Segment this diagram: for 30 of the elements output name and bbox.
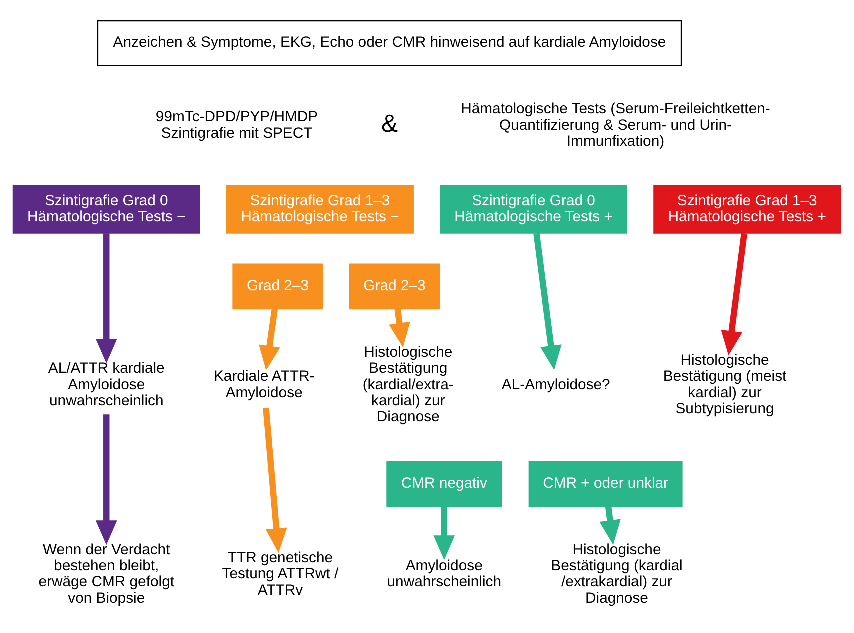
arrow (96, 414, 118, 546)
arrow (534, 233, 562, 370)
node-box: CMR + oder unklar (528, 461, 683, 508)
arrow (389, 308, 410, 348)
node-text: AL/ATTR kardiale Amyloidose unwahrscheinlich (48, 361, 165, 410)
node-box: Szintigrafie Grad 1–3 Hämatologische Tests − (226, 186, 414, 234)
node-text: Histologische Bestätigung (meist kardial) zur Subtypisierung (663, 353, 787, 418)
node-text: 99mTc-DPD/PYP/HMDP Szintigrafie mit SPECT (156, 110, 318, 142)
node-box: Anzeichen & Symptome, EKG, Echo oder CMR hinweisend auf kardiale Amyloidose (97, 20, 682, 66)
arrow (96, 234, 118, 364)
node-text: Hämatologische Tests (Serum-Freileichtketten-Quantifizierung & Serum- und Urin-Immunfixation) (461, 102, 770, 150)
node-text: AL-Amyloidose? (502, 377, 610, 394)
node-text: TTR genetische Testung ATTRwt / ATTRv (222, 550, 339, 599)
node-box: Grad 2–3 (349, 264, 440, 310)
label: & (381, 111, 398, 138)
arrow (259, 308, 280, 371)
node-text: Amyloidose unwahrscheinlich (387, 558, 502, 591)
arrow (600, 506, 621, 545)
node-box: CMR negativ (386, 461, 502, 508)
arrow (434, 506, 456, 560)
node-text: Wenn der Verdacht bestehen bleibt, erwäge CMR gefolgt von Biopsie (38, 542, 174, 607)
node-text: Histologische Bestätigung (kardial/extra-kardial) zur Diagnose (362, 344, 454, 426)
arrow (721, 233, 748, 356)
node-box: Szintigrafie Grad 1–3 Hämatologische Tests + (654, 186, 842, 234)
node-box: Szintigrafie Grad 0 Hämatologische Tests − (12, 186, 200, 234)
node-text: Kardiale ATTR-Amyloidose (214, 369, 315, 402)
node-text: Histologische Bestätigung (kardial/extrakardial) zur Diagnose (551, 542, 683, 607)
node-box: Grad 2–3 (232, 264, 324, 310)
node-box: Szintigrafie Grad 0 Hämatologische Tests + (440, 186, 628, 234)
arrow (263, 408, 288, 554)
